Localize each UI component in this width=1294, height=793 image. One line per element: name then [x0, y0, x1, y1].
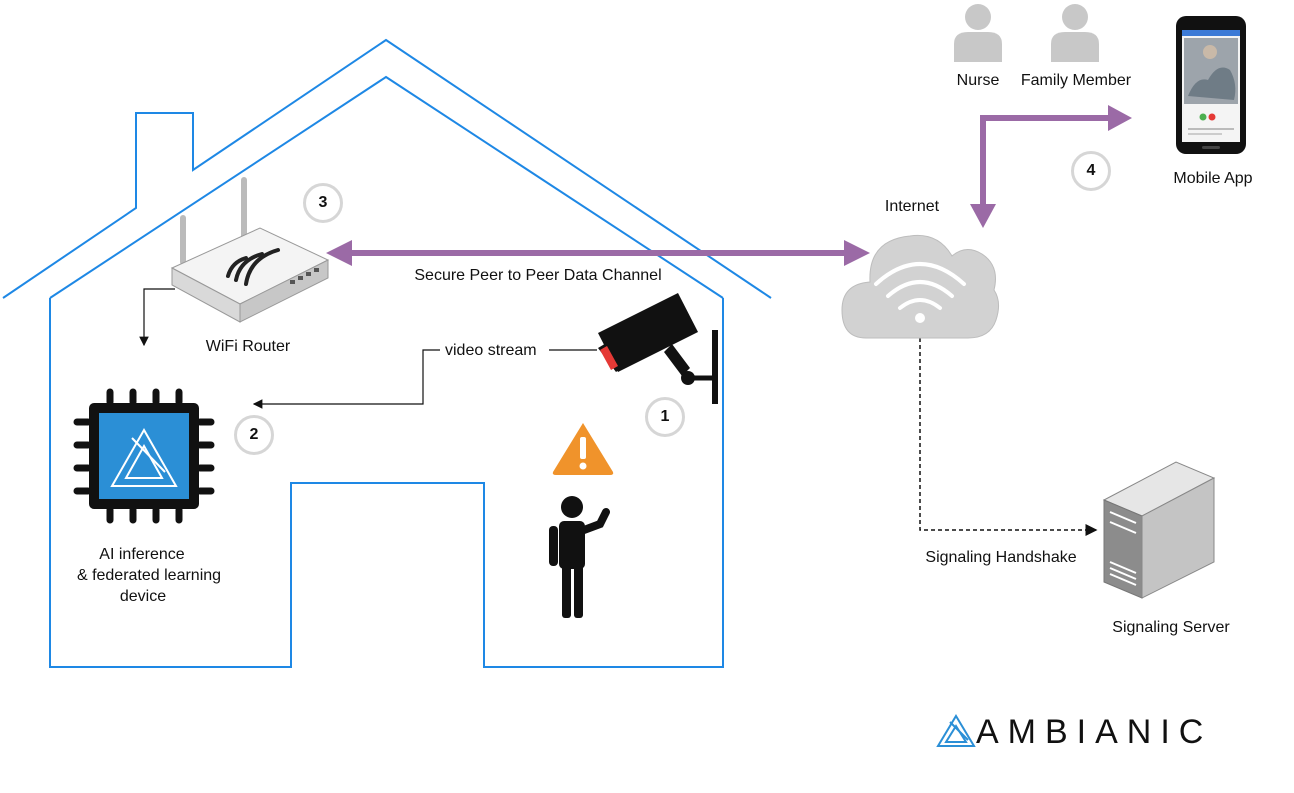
video-stream-arrow-tail: [252, 349, 440, 409]
signaling-handshake-arrow: [919, 338, 1098, 536]
house-outline: [2, 38, 772, 668]
server-icon: [1102, 461, 1216, 599]
warning-icon: [552, 423, 614, 475]
person-icon: [549, 496, 610, 618]
ambianic-logo-icon: [936, 714, 976, 747]
nurse-avatar-icon: [954, 4, 1002, 62]
brand-wordmark: AMBIANIC: [976, 713, 1213, 751]
step-number: 2: [249, 426, 259, 443]
ai-device-label-line1: AI inference: [99, 546, 185, 563]
nurse-label: Nurse: [956, 72, 1000, 89]
step-marker-2: 2: [234, 415, 274, 455]
router-icon: [170, 177, 330, 323]
step-number: 4: [1086, 162, 1096, 179]
camera-icon: [598, 293, 718, 404]
wifi-router-label: WiFi Router: [205, 338, 291, 355]
signaling-server-label: Signaling Server: [1112, 619, 1230, 636]
router-link-arrow: [139, 288, 175, 347]
step-number: 3: [318, 194, 328, 211]
ai-device-label-line2: & federated learning: [76, 567, 222, 584]
phone-icon: [1176, 16, 1246, 154]
signaling-handshake-label: Signaling Handshake: [925, 549, 1077, 566]
family-member-avatar-icon: [1051, 4, 1099, 62]
internet-label: Internet: [884, 198, 940, 215]
step-marker-3: 3: [303, 183, 343, 223]
secure-data-channel-arrow: [326, 240, 870, 266]
ai-device-label-line3: device: [119, 588, 167, 605]
video-stream-label: video stream: [442, 341, 540, 361]
secure-channel-label: Secure Peer to Peer Data Channel: [414, 267, 662, 284]
chip-icon: [73, 388, 215, 524]
family-member-label: Family Member: [1020, 72, 1132, 89]
step-marker-1: 1: [645, 397, 685, 437]
mobile-app-label: Mobile App: [1173, 170, 1253, 187]
step-marker-4: 4: [1071, 151, 1111, 191]
cloud-icon: [841, 234, 1000, 339]
mobile-route-arrow: [970, 105, 1132, 228]
step-number: 1: [660, 408, 670, 425]
